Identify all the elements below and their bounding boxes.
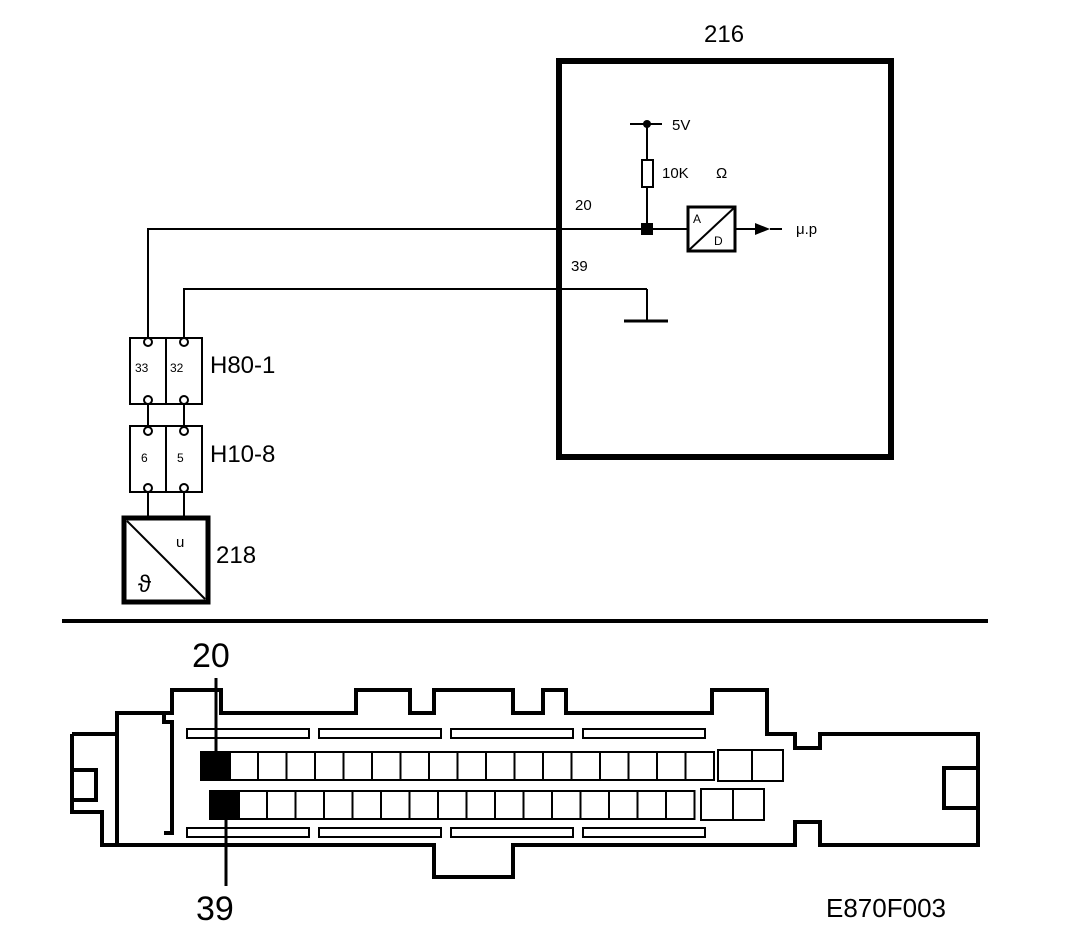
pin-cavity (579, 790, 610, 820)
h10-pin-right-label: 5 (177, 451, 184, 465)
sensor-label: 218 (216, 542, 256, 569)
rail-top-1 (186, 728, 310, 739)
sensor-out-symbol: u (176, 534, 184, 551)
h80-pin-33-bottom (143, 395, 153, 405)
rail-bottom-4 (582, 827, 706, 838)
h80-pin-left-label: 33 (135, 361, 149, 375)
pin-cavity (237, 790, 268, 820)
pin-cavity (636, 790, 667, 820)
pin-cavity (408, 790, 439, 820)
pin-cavity (465, 790, 496, 820)
pin-cavity (485, 751, 516, 781)
rail-top-3 (450, 728, 574, 739)
rail-bottom-3 (450, 827, 574, 838)
h10-pin-5-top (179, 426, 189, 436)
pin-cavity (380, 790, 411, 820)
large-cavity-top-2 (751, 749, 784, 782)
pin-cavity (513, 751, 544, 781)
h80-pin-33-top (143, 337, 153, 347)
pin-cavity (351, 790, 382, 820)
rail-bottom-2 (318, 827, 442, 838)
pullup-resistor (641, 159, 654, 188)
sensor-in-symbol: ϑ (138, 571, 151, 598)
pin-20-callout: 20 (192, 637, 230, 675)
h80-label: H80-1 (210, 352, 275, 379)
pin-cavity (570, 751, 601, 781)
signal-junction (641, 223, 653, 235)
output-arrow (755, 223, 770, 235)
h80-pin-32-bottom (179, 395, 189, 405)
adc-diagonal (687, 206, 736, 252)
pin-cavity (285, 751, 316, 781)
supply-label: 5V (672, 117, 690, 134)
pin-20-label: 20 (575, 197, 592, 214)
resistor-value: 10K (662, 165, 689, 182)
adc-in-label: A (693, 212, 701, 226)
connector-inner-left (162, 713, 174, 835)
connector-latch (72, 768, 98, 802)
large-cavity-bottom-2 (732, 788, 765, 821)
resistor-unit: Ω (716, 165, 727, 182)
pin-cavity (437, 790, 468, 820)
pin-cavity (599, 751, 630, 781)
h10-pin-left-label: 6 (141, 451, 148, 465)
rail-top-2 (318, 728, 442, 739)
ecu-box (556, 58, 894, 460)
pin-cavity (428, 751, 459, 781)
output-label: μ.p (796, 221, 817, 238)
pin-row-bottom (209, 790, 696, 820)
h10-label: H10-8 (210, 441, 275, 468)
pin-cavity (314, 751, 345, 781)
pin-cavity (656, 751, 687, 781)
large-cavity-top-1 (717, 749, 753, 782)
pin-cavity (684, 751, 715, 781)
pin-cavity (257, 751, 288, 781)
pin-cavity (371, 751, 402, 781)
rail-top-4 (582, 728, 706, 739)
pin-cavity (399, 751, 430, 781)
pin-cavity (522, 790, 553, 820)
h10-pin-6-top (143, 426, 153, 436)
pin-cavity (228, 751, 259, 781)
pin-cavity (665, 790, 696, 820)
sensor-diagonal (126, 520, 206, 600)
h10-pin-6-bottom (143, 483, 153, 493)
figure-reference: E870F003 (826, 893, 946, 923)
ecu-label: 216 (704, 21, 744, 48)
connector-outline (70, 688, 980, 879)
h80-pin-32-top (179, 337, 189, 347)
pin-cavity (342, 751, 373, 781)
connector-key-right (942, 766, 978, 810)
h10-pin-5-bottom (179, 483, 189, 493)
pin-cavity (627, 751, 658, 781)
ground-wire (183, 288, 647, 338)
pin-cavity (456, 751, 487, 781)
pin-39-callout: 39 (196, 890, 234, 928)
pin-cavity (608, 790, 639, 820)
pin-cavity (266, 790, 297, 820)
pin-cavity (551, 790, 582, 820)
pin-row-top (200, 751, 715, 781)
large-cavity-bottom-1 (700, 788, 734, 821)
sensor-box (121, 515, 211, 605)
pin-cavity (294, 790, 325, 820)
pin-39-label: 39 (571, 258, 588, 275)
adc-out-label: D (714, 234, 723, 248)
pin-cavity (494, 790, 525, 820)
pin-cavity (542, 751, 573, 781)
signal-wire (147, 228, 641, 338)
h80-pin-right-label: 32 (170, 361, 184, 375)
rail-bottom-1 (186, 827, 310, 838)
pin-cavity (323, 790, 354, 820)
